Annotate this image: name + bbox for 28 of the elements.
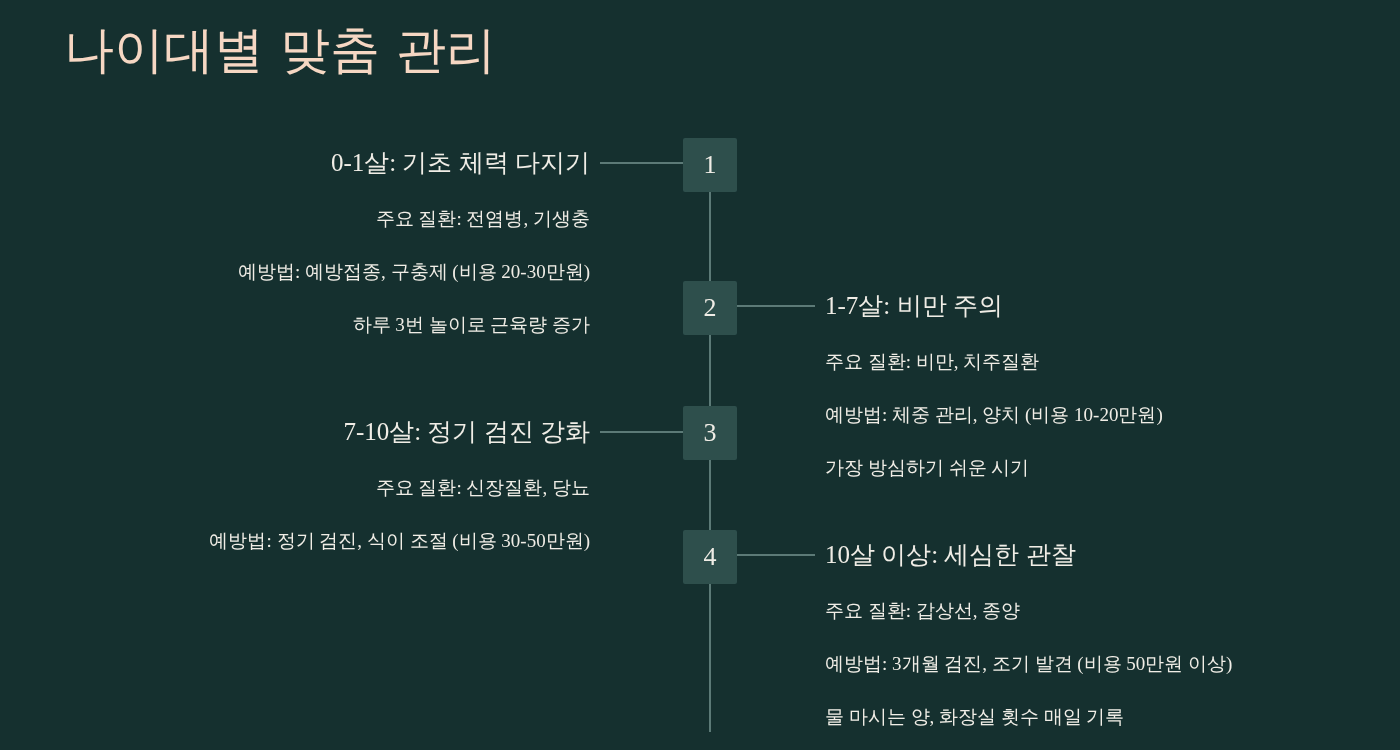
connector-line <box>709 334 711 407</box>
stage-heading: 0-1살: 기초 체력 다지기 <box>329 148 590 178</box>
stage-heading: 7-10살: 정기 검진 강화 <box>342 417 590 447</box>
connector-line <box>736 305 816 307</box>
detail-text: 하루 3번 놀이로 근육량 증가 <box>351 313 590 337</box>
connector-line <box>736 554 816 556</box>
number-box: 2 <box>683 281 737 335</box>
detail-text: 예방법: 3개월 검진, 조기 발견 (비용 50만원 이상) <box>825 652 1234 676</box>
title: 나이대별 맞춤 관리 <box>64 20 496 81</box>
stage-heading: 1-7살: 비만 주의 <box>825 291 1004 321</box>
detail-text: 주요 질환: 전염병, 기생충 <box>374 207 590 231</box>
connector-line <box>709 583 711 733</box>
connector-line <box>709 191 711 282</box>
detail-text: 예방법: 체중 관리, 양치 (비용 10-20만원) <box>825 403 1164 427</box>
stage-heading: 10살 이상: 세심한 관찰 <box>825 540 1077 570</box>
number-box: 1 <box>683 138 737 192</box>
detail-text: 물 마시는 양, 화장실 횟수 매일 기록 <box>825 705 1126 729</box>
number-box: 4 <box>683 530 737 584</box>
detail-text: 가장 방심하기 쉬운 시기 <box>825 456 1031 480</box>
detail-text: 주요 질환: 비만, 치주질환 <box>825 350 1041 374</box>
connector-line <box>599 162 684 164</box>
connector-line <box>599 431 684 433</box>
detail-text: 주요 질환: 갑상선, 종양 <box>825 599 1022 623</box>
detail-text: 예방법: 예방접종, 구충제 (비용 20-30만원) <box>237 260 590 284</box>
number-box: 3 <box>683 406 737 460</box>
connector-line <box>709 459 711 531</box>
detail-text: 주요 질환: 신장질환, 당뇨 <box>374 476 590 500</box>
detail-text: 예방법: 정기 검진, 식이 조절 (비용 30-50만원) <box>208 529 590 553</box>
